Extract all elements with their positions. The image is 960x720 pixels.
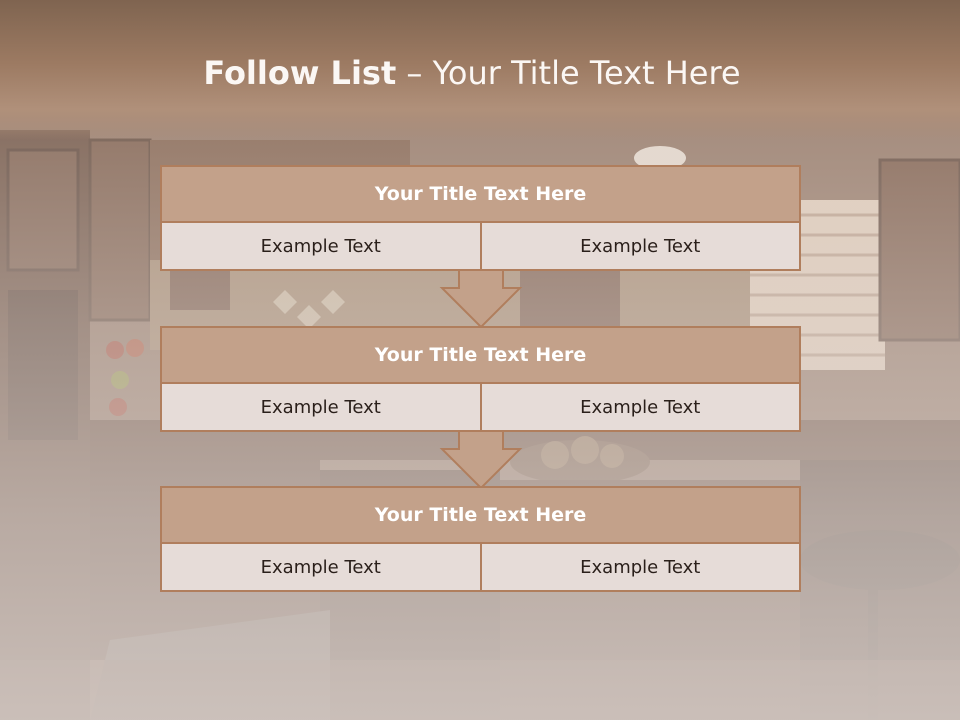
flow-step-row: Example Text Example Text [160,382,801,432]
slide-title: Follow List – Your Title Text Here [0,54,944,92]
down-arrow-icon [439,269,523,329]
flow-step-1: Your Title Text Here Example Text Exampl… [160,165,801,271]
flow-step-2: Your Title Text Here Example Text Exampl… [160,326,801,432]
flow-step-row: Example Text Example Text [160,542,801,592]
flow-step-title: Your Title Text Here [160,326,801,382]
flow-step-cell-left: Example Text [160,542,482,592]
flow-step-row: Example Text Example Text [160,221,801,271]
flow-step-cell-right: Example Text [481,382,801,432]
slide-title-rest: – Your Title Text Here [406,54,741,92]
flow-step-cell-left: Example Text [160,382,482,432]
flow-step-3: Your Title Text Here Example Text Exampl… [160,486,801,592]
slide-title-bold: Follow List [203,54,397,92]
flow-step-title: Your Title Text Here [160,165,801,221]
title-band [0,0,960,140]
down-arrow-icon [439,430,523,490]
flow-step-cell-right: Example Text [481,221,801,271]
flow-step-cell-left: Example Text [160,221,482,271]
flow-step-title: Your Title Text Here [160,486,801,542]
flow-step-cell-right: Example Text [481,542,801,592]
